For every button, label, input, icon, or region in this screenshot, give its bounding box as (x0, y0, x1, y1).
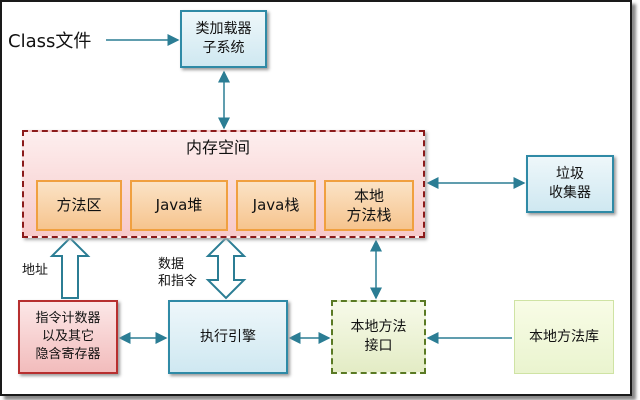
native-method-interface: 本地方法 接口 (331, 300, 426, 374)
data-instructions-label: 数据 和指令 (158, 257, 198, 289)
memory-space-title: 内存空间 (186, 138, 251, 157)
native-method-stack: 本地 方法栈 (324, 180, 414, 231)
method-area: 方法区 (36, 180, 122, 231)
execution-engine: 执行引擎 (168, 300, 288, 374)
class-file-label: Class文件 (8, 31, 92, 52)
class-loader-subsystem: 类加载器 子系统 (180, 10, 267, 68)
pc-register: 指令计数器 以及其它 隐含寄存器 (18, 300, 118, 374)
native-method-library: 本地方法库 (514, 300, 614, 374)
java-stack: Java栈 (236, 180, 316, 231)
hollow-arrow-data (205, 236, 247, 300)
address-label: 地址 (22, 263, 49, 278)
hollow-arrow-address (49, 236, 91, 299)
java-heap: Java堆 (130, 180, 228, 231)
garbage-collector: 垃圾 收集器 (526, 155, 614, 213)
